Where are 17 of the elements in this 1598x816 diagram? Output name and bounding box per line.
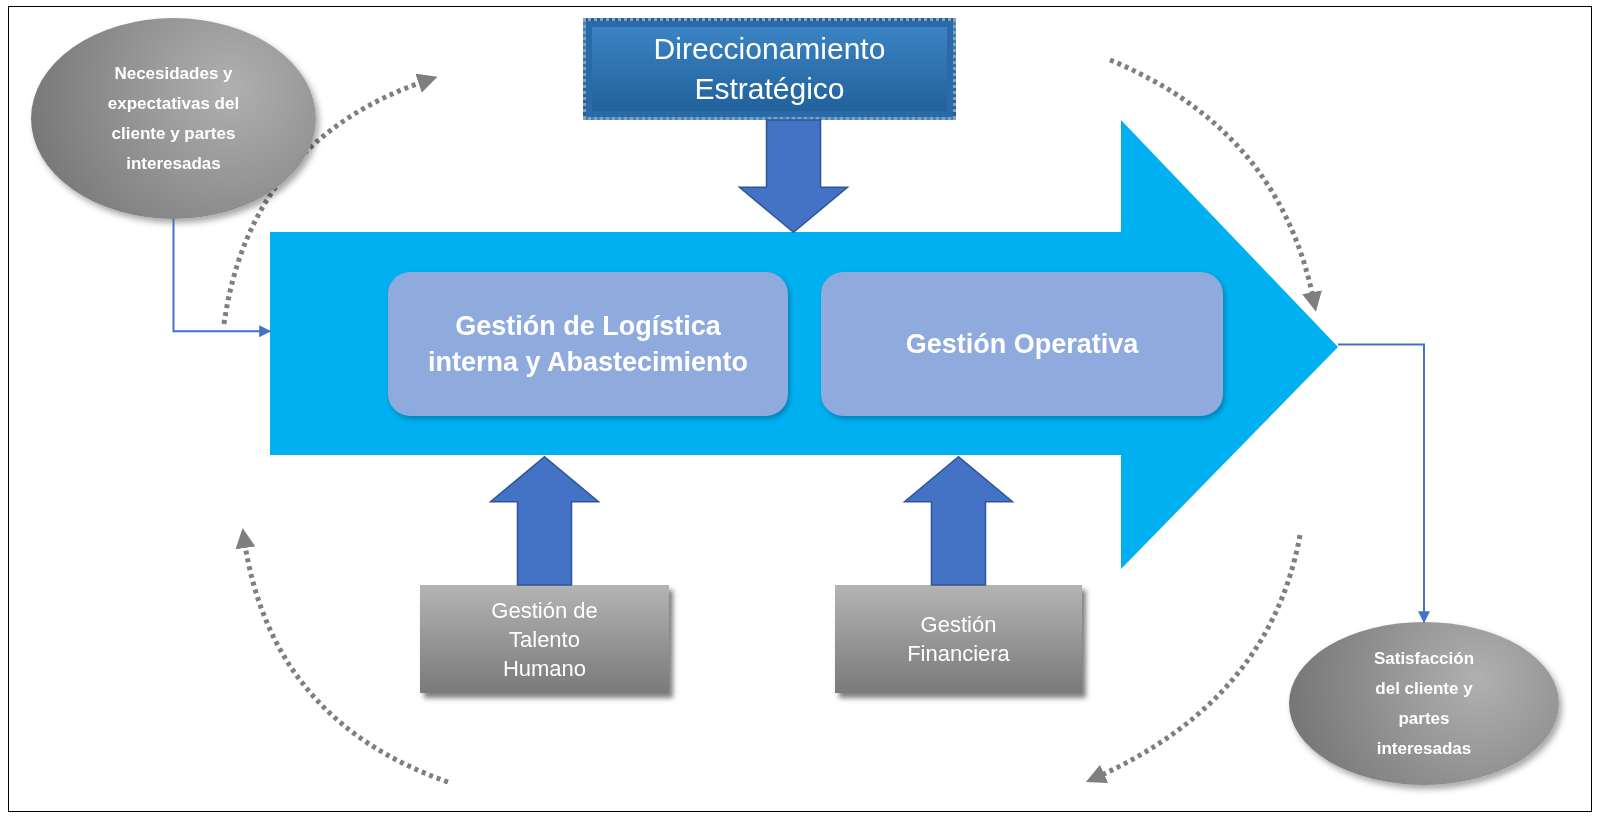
support-box <box>420 585 669 693</box>
process-box <box>821 272 1223 416</box>
process-box <box>388 272 788 416</box>
block-arrow <box>488 455 601 586</box>
banner-box <box>583 18 956 120</box>
node-label: Gestión de Logística interna y Abastecimiento <box>426 310 750 379</box>
node-label: Gestión Financiera <box>906 611 1011 668</box>
node-label: Gestión de Talento Humano <box>490 596 599 683</box>
support-box <box>835 585 1082 693</box>
connector-arrow <box>1337 343 1430 624</box>
node-label: Necesidades y expectativas del cliente y partes interesadas <box>106 62 241 175</box>
node-label: Gestión Operativa <box>905 328 1139 361</box>
block-arrow <box>902 455 1015 586</box>
node-label: Direccionamiento Estratégico <box>652 31 887 107</box>
block-arrow <box>737 119 850 234</box>
connector-arrow <box>172 218 272 338</box>
node-label: Satisfacción del cliente y partes interesadas <box>1372 647 1476 760</box>
